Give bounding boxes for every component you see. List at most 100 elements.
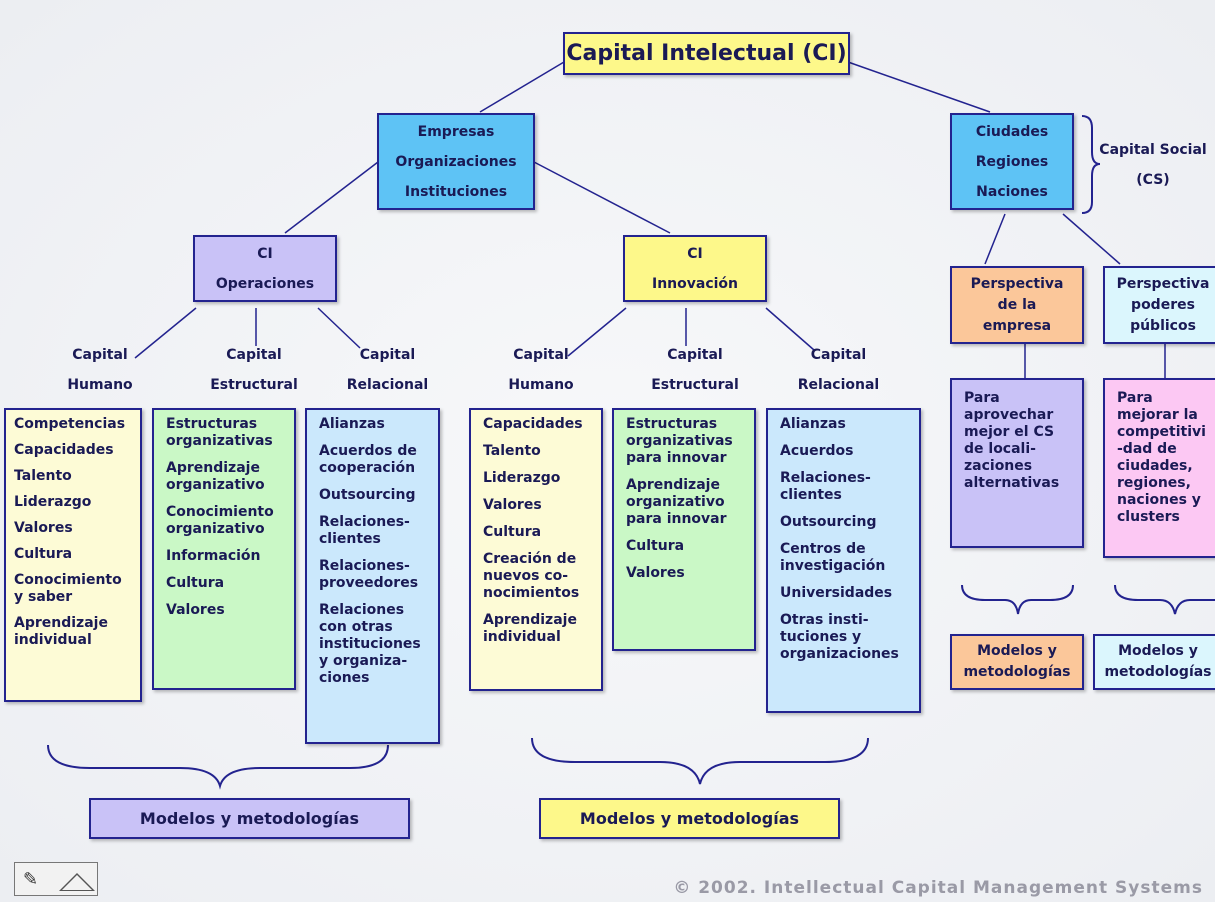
list-item: Relaciones- clientes: [319, 514, 410, 547]
list-item: Cultura: [14, 546, 73, 562]
capital-social-line-2: (CS): [1136, 172, 1170, 188]
modelos-operaciones-label: Modelos y metodologías: [139, 809, 360, 828]
list-item: Creación de nuevos co- nocimientos: [483, 551, 580, 601]
ciudades-line-3: Naciones: [976, 183, 1048, 200]
op-capital-estructural-label: Capital Estructural: [203, 340, 305, 400]
op-humano-line-1: Capital: [72, 347, 128, 363]
slide-toolbar[interactable]: ✎: [14, 862, 98, 896]
empresas-line-2: Organizaciones: [395, 153, 517, 170]
perspectiva-poderes-node: Perspectiva poderes públicos: [1103, 266, 1215, 344]
ci-operaciones-node: CI Operaciones: [193, 235, 337, 302]
list-item: Aprendizaje organizativo para innovar: [626, 477, 727, 527]
op-capital-relacional-label: Capital Relacional: [340, 340, 435, 400]
capital-social-label: Capital Social (CS): [1094, 135, 1212, 195]
in-capital-humano-label: Capital Humano: [496, 340, 586, 400]
list-item: Relaciones con otras instituciones y org…: [319, 602, 421, 686]
persp-empresa-line-2: de la: [997, 296, 1037, 313]
in-estructural-line-2: Estructural: [651, 377, 739, 393]
list-item: Estructuras organizativas: [166, 416, 273, 449]
modelos-empresa-line-1: Modelos y: [977, 643, 1057, 659]
list-item: Universidades: [780, 585, 893, 601]
list-item: Conocimiento organizativo: [166, 504, 274, 537]
list-item: Talento: [483, 443, 541, 459]
copyright-footer: © 2002. Intellectual Capital Management …: [673, 878, 1203, 898]
list-item: Alianzas: [319, 416, 385, 432]
list-item: Acuerdos: [780, 443, 854, 459]
ci-operaciones-line-2: Operaciones: [215, 275, 315, 292]
para-poderes-box: Para mejorar la competitivi -dad de ciud…: [1103, 378, 1215, 558]
in-humano-line-2: Humano: [508, 377, 574, 393]
list-item: Capacidades: [14, 442, 114, 458]
perspectiva-empresa-node: Perspectiva de la empresa: [950, 266, 1084, 344]
list-item: Valores: [14, 520, 73, 536]
op-estructural-line-1: Capital: [226, 347, 282, 363]
ci-innovacion-line-1: CI: [687, 245, 703, 262]
list-item: Valores: [483, 497, 542, 513]
persp-poderes-line-3: públicos: [1130, 317, 1196, 334]
ci-innovacion-node: CI Innovación: [623, 235, 767, 302]
in-estructural-line-1: Capital: [667, 347, 723, 363]
in-humano-list: Capacidades Talento Liderazgo Valores Cu…: [469, 408, 603, 691]
para-empresa-box: Para aprovechar mejor el CS de locali- z…: [950, 378, 1084, 548]
list-item: Capacidades: [483, 416, 583, 432]
persp-empresa-line-1: Perspectiva: [970, 275, 1064, 292]
list-item: Otras insti- tuciones y organizaciones: [780, 612, 899, 662]
op-estructural-line-2: Estructural: [210, 377, 298, 393]
list-item: Conocimiento y saber: [14, 572, 122, 605]
list-item: Valores: [626, 565, 685, 581]
list-item: Competencias: [14, 416, 126, 432]
ci-operaciones-line-1: CI: [257, 245, 273, 262]
persp-poderes-line-1: Perspectiva: [1116, 275, 1210, 292]
modelos-innovacion-label: Modelos y metodologías: [579, 809, 800, 828]
ci-innovacion-line-2: Innovación: [651, 275, 739, 292]
op-estructural-list: Estructuras organizativas Aprendizaje or…: [152, 408, 296, 690]
list-item: Información: [166, 548, 261, 564]
empresas-line-3: Instituciones: [404, 183, 508, 200]
op-humano-line-2: Humano: [67, 377, 133, 393]
list-item: Aprendizaje individual: [483, 612, 577, 645]
empresas-node: Empresas Organizaciones Instituciones: [377, 113, 535, 210]
list-item: Valores: [166, 602, 225, 618]
in-capital-estructural-label: Capital Estructural: [644, 340, 746, 400]
list-item: Alianzas: [780, 416, 846, 432]
list-item: Cultura: [626, 538, 685, 554]
modelos-poderes-line-1: Modelos y: [1118, 643, 1198, 659]
root-node: Capital Intelectual (CI): [563, 32, 850, 75]
list-item: Aprendizaje organizativo: [166, 460, 265, 493]
list-item: Outsourcing: [780, 514, 877, 530]
pen-icon[interactable]: ✎: [23, 869, 39, 890]
persp-poderes-line-2: poderes: [1131, 296, 1195, 313]
modelos-poderes-box: Modelos y metodologías: [1093, 634, 1215, 690]
op-relacional-list: Alianzas Acuerdos de cooperación Outsour…: [305, 408, 440, 744]
list-item: Cultura: [483, 524, 542, 540]
triangle-icon[interactable]: [59, 873, 95, 891]
modelos-operaciones-box: Modelos y metodologías: [89, 798, 410, 839]
capital-social-line-1: Capital Social: [1099, 142, 1207, 158]
in-relacional-line-1: Capital: [810, 347, 867, 363]
list-item: Aprendizaje individual: [14, 615, 108, 648]
empresas-line-1: Empresas: [417, 123, 495, 140]
op-relacional-line-1: Capital: [359, 347, 416, 363]
list-item: Acuerdos de cooperación: [319, 443, 417, 476]
para-poderes-text: Para mejorar la competitivi -dad de ciud…: [1117, 390, 1206, 525]
list-item: Relaciones- proveedores: [319, 558, 419, 591]
list-item: Talento: [14, 468, 72, 484]
modelos-innovacion-box: Modelos y metodologías: [539, 798, 840, 839]
list-item: Liderazgo: [483, 470, 561, 486]
op-relacional-line-2: Relacional: [346, 377, 429, 393]
in-humano-line-1: Capital: [513, 347, 569, 363]
op-capital-humano-label: Capital Humano: [55, 340, 145, 400]
root-label: Capital Intelectual (CI): [566, 41, 847, 66]
list-item: Outsourcing: [319, 487, 416, 503]
modelos-poderes-line-2: metodologías: [1104, 664, 1212, 680]
ciudades-line-1: Ciudades: [975, 123, 1049, 140]
para-empresa-text: Para aprovechar mejor el CS de locali- z…: [964, 390, 1060, 491]
modelos-empresa-line-2: metodologías: [963, 664, 1071, 680]
op-humano-list: Competencias Capacidades Talento Lideraz…: [4, 408, 142, 702]
ciudades-line-2: Regiones: [975, 153, 1049, 170]
in-relacional-list: Alianzas Acuerdos Relaciones- clientes O…: [766, 408, 921, 713]
list-item: Cultura: [166, 575, 225, 591]
in-capital-relacional-label: Capital Relacional: [791, 340, 886, 400]
in-estructural-list: Estructuras organizativas para innovar A…: [612, 408, 756, 651]
